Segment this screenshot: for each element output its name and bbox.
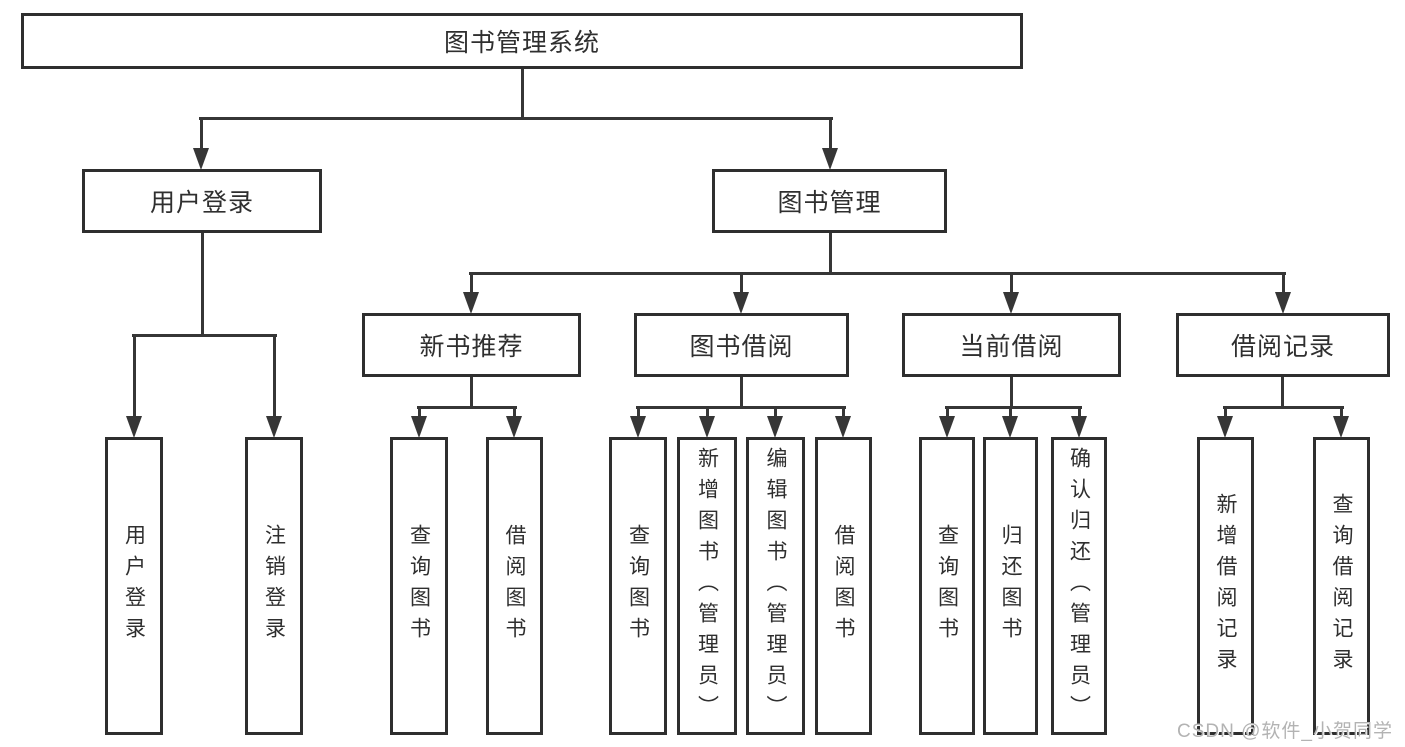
connector-line-11 (944, 405, 1082, 409)
box-book-borrow-label: 图书借阅 (689, 333, 794, 361)
arrow-head-icon (506, 416, 522, 438)
box-new-book-recommend: 新书推荐 (362, 313, 581, 377)
leaf-edit-book-admin-label: 编辑图书（管理员） (764, 446, 787, 726)
leaf-confirm-return-admin-label: 确认归还（管理员） (1067, 446, 1091, 726)
arrow-head-icon (699, 416, 715, 438)
leaf-logout: 注销登录 (245, 437, 303, 735)
leaf-query-book-3-label: 查询图书 (935, 524, 959, 648)
arrow-head-icon (411, 416, 427, 438)
arrow-head-icon (835, 416, 851, 438)
box-current-borrow-label: 当前借阅 (959, 333, 1064, 361)
leaf-query-book-1: 查询图书 (390, 437, 448, 735)
connector-line-7 (416, 405, 517, 409)
leaf-return-book: 归还图书 (983, 437, 1038, 735)
arrow-head-icon (463, 292, 479, 314)
leaf-logout-label: 注销登录 (262, 524, 286, 648)
arrow-shaft-11 (705, 407, 709, 416)
arrow-shaft-6 (1009, 273, 1013, 292)
arrow-shaft-18 (1339, 407, 1343, 416)
arrow-shaft-10 (636, 407, 640, 416)
connector-line-0 (520, 69, 524, 120)
arrow-head-icon (1275, 292, 1291, 314)
leaf-user-login: 用户登录 (105, 437, 163, 735)
connector-line-10 (1009, 377, 1013, 409)
leaf-query-book-2-label: 查询图书 (626, 524, 650, 648)
arrow-head-icon (266, 416, 282, 438)
leaf-query-book-3: 查询图书 (919, 437, 975, 735)
arrow-shaft-14 (945, 407, 949, 416)
leaf-query-book-1-label: 查询图书 (407, 524, 431, 648)
connector-line-8 (739, 377, 743, 409)
box-root-system: 图书管理系统 (21, 13, 1023, 69)
box-borrow-record-label: 借阅记录 (1230, 333, 1335, 361)
leaf-query-book-2: 查询图书 (609, 437, 667, 735)
connector-line-12 (1280, 377, 1284, 409)
leaf-user-login-label: 用户登录 (122, 524, 146, 648)
arrow-shaft-5 (739, 273, 743, 292)
box-user-login: 用户登录 (82, 169, 322, 233)
arrow-head-icon (767, 416, 783, 438)
leaf-borrow-book-2: 借阅图书 (815, 437, 872, 735)
box-borrow-record: 借阅记录 (1176, 313, 1390, 377)
box-user-login-label: 用户登录 (149, 189, 254, 217)
arrow-head-icon (126, 416, 142, 438)
leaf-query-borrow-record-label: 查询借阅记录 (1330, 493, 1353, 679)
box-book-management: 图书管理 (712, 169, 947, 233)
leaf-query-borrow-record: 查询借阅记录 (1313, 437, 1370, 735)
box-book-borrow: 图书借阅 (634, 313, 849, 377)
arrow-shaft-12 (773, 407, 777, 416)
arrow-shaft-2 (132, 335, 136, 416)
arrow-shaft-8 (417, 407, 421, 416)
connector-line-6 (469, 377, 473, 409)
leaf-add-book-admin-label: 新增图书（管理员） (695, 446, 719, 726)
arrow-head-icon (733, 292, 749, 314)
leaf-borrow-book-1-label: 借阅图书 (503, 524, 526, 648)
arrow-shaft-13 (841, 407, 845, 416)
arrow-shaft-7 (1281, 273, 1285, 292)
box-book-management-label: 图书管理 (777, 189, 882, 217)
arrow-shaft-17 (1223, 407, 1227, 416)
connector-line-2 (200, 233, 204, 337)
watermark: CSDN @软件_小贺同学 (1177, 721, 1393, 742)
arrow-head-icon (1003, 292, 1019, 314)
arrow-shaft-15 (1008, 407, 1012, 416)
leaf-add-book-admin: 新增图书（管理员） (677, 437, 737, 735)
leaf-return-book-label: 归还图书 (999, 524, 1022, 648)
leaf-add-borrow-record-label: 新增借阅记录 (1214, 493, 1237, 679)
arrow-head-icon (193, 148, 209, 170)
leaf-confirm-return-admin: 确认归还（管理员） (1051, 437, 1107, 735)
connector-line-4 (828, 233, 832, 275)
leaf-edit-book-admin: 编辑图书（管理员） (746, 437, 805, 735)
connector-line-3 (131, 333, 277, 337)
connector-line-5 (468, 271, 1286, 275)
leaf-add-borrow-record: 新增借阅记录 (1197, 437, 1254, 735)
arrow-shaft-4 (469, 273, 473, 292)
arrow-shaft-3 (272, 335, 276, 416)
arrow-head-icon (1071, 416, 1087, 438)
connector-line-9 (635, 405, 846, 409)
box-root-system-label: 图书管理系统 (443, 29, 600, 57)
arrow-head-icon (1002, 416, 1018, 438)
arrow-head-icon (939, 416, 955, 438)
arrow-shaft-16 (1077, 407, 1081, 416)
box-current-borrow: 当前借阅 (902, 313, 1121, 377)
box-new-book-recommend-label: 新书推荐 (419, 333, 524, 361)
leaf-borrow-book-1: 借阅图书 (486, 437, 543, 735)
arrow-shaft-9 (512, 407, 516, 416)
arrow-head-icon (630, 416, 646, 438)
arrow-head-icon (1333, 416, 1349, 438)
arrow-head-icon (1217, 416, 1233, 438)
arrow-shaft-0 (199, 118, 203, 148)
leaf-borrow-book-2-label: 借阅图书 (832, 524, 855, 648)
connector-line-13 (1222, 405, 1344, 409)
arrow-head-icon (822, 148, 838, 170)
connector-line-1 (198, 116, 833, 120)
arrow-shaft-1 (828, 118, 832, 148)
